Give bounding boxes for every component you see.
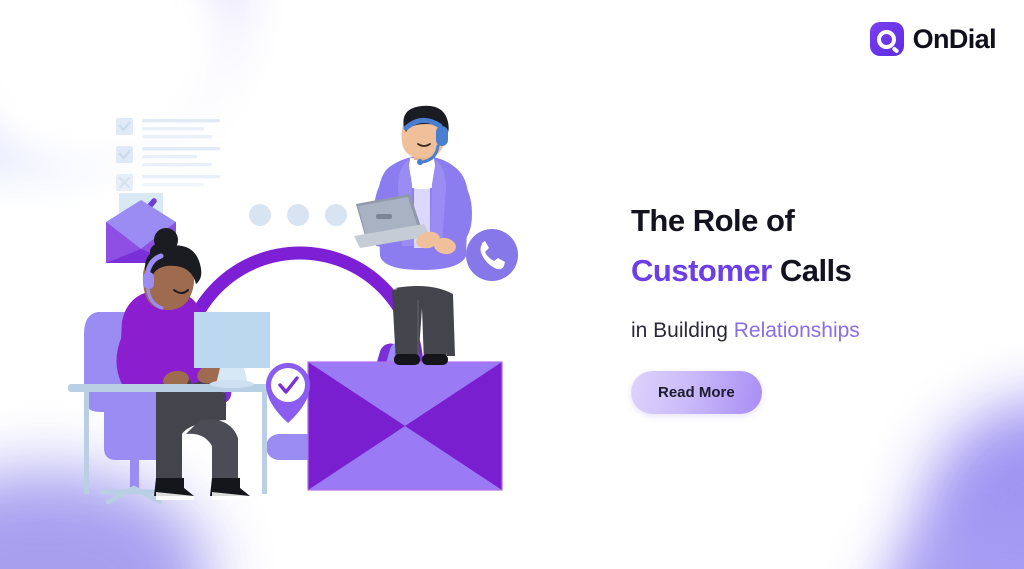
read-more-button[interactable]: Read More [631,370,762,414]
headline-line-1-text: The Role of [631,203,795,238]
background-blob-bottom-right-2 [880,520,1024,569]
subheadline: in Building Relationships [631,317,991,344]
headline-line-2-rest: Calls [771,253,852,289]
brand-logo[interactable]: OnDial [869,22,997,56]
envelope-platform-icon [307,361,503,491]
checklist-icon [116,118,220,191]
subheadline-plain: in Building [631,319,734,343]
subheadline-accent: Relationships [733,319,860,343]
background-blob-bottom-right [920,400,1024,569]
location-pin-check-icon [266,363,311,423]
headline-line-1: The Role of [631,196,991,246]
phone-circle-icon [466,229,518,281]
headline-line-2: Customer Calls [631,246,991,296]
seated-agent-illustration [68,228,280,505]
brand-name: OnDial [912,23,997,54]
ondial-dial-mark-icon [869,22,904,56]
standing-agent-illustration [354,105,472,365]
hero-illustration [68,100,570,510]
hero-copy: The Role of Customer Calls in Building R… [631,196,991,414]
headline-accent-word: Customer [631,253,772,289]
chat-dots-icon [249,204,347,226]
